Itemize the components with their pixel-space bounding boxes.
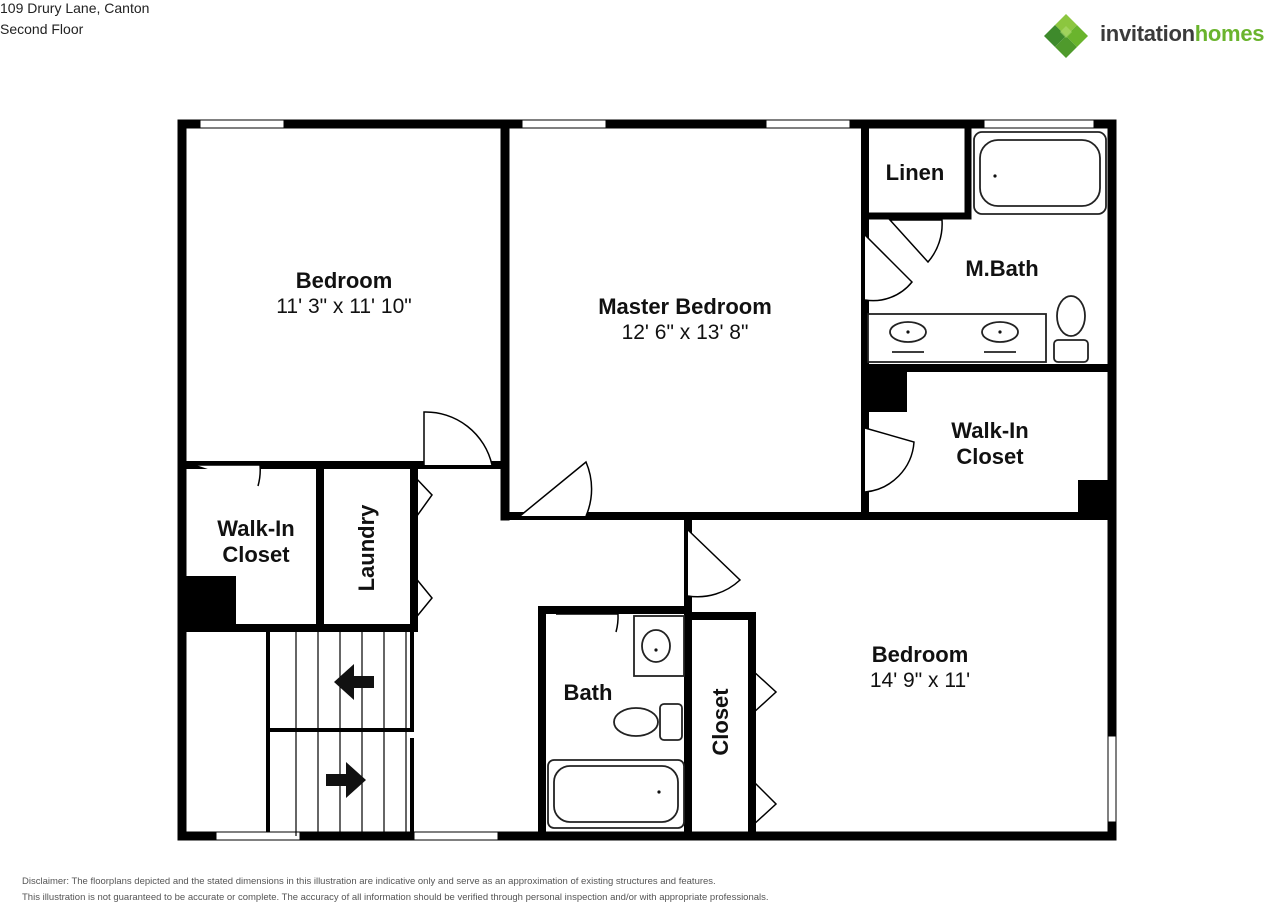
room-walk-in-closet-left: Walk-In Closet	[217, 516, 294, 568]
room-name-line2: Closet	[222, 542, 290, 567]
room-name-line1: Walk-In	[951, 418, 1029, 443]
room-master-bath: M.Bath	[965, 256, 1038, 282]
diamond-logo-icon	[1044, 14, 1088, 58]
fixture-dots	[654, 174, 1002, 794]
room-bedroom-2: Bedroom 14' 9" x 11'	[870, 642, 970, 694]
room-name-line1: Walk-In	[217, 516, 295, 541]
room-name: Bedroom	[871, 642, 969, 667]
room-name: M.Bath	[965, 256, 1039, 281]
room-dimensions: 14' 9" x 11'	[869, 669, 971, 692]
wall-pillars	[182, 368, 1112, 628]
room-walk-in-closet-master: Walk-In Closet	[951, 418, 1028, 470]
property-address: 109 Drury Lane, Canton	[0, 0, 150, 16]
room-name-line2: Closet	[956, 444, 1024, 469]
room-name: Bedroom	[295, 268, 393, 293]
fixtures	[547, 131, 1107, 829]
brand-logo: invitationhomes	[1042, 12, 1278, 60]
stair-arrows	[326, 664, 374, 798]
master-vanity	[867, 313, 1047, 363]
room-master-bedroom: Master Bedroom 12' 6" x 13' 8"	[598, 294, 772, 346]
room-name: Bath	[563, 680, 613, 705]
bath-toilet	[613, 707, 659, 737]
room-name: Master Bedroom	[598, 294, 772, 319]
stair-treads	[295, 628, 407, 836]
arrow-left-icon	[334, 664, 374, 700]
room-linen: Linen	[886, 160, 945, 186]
windows	[199, 119, 1117, 841]
arrow-right-icon	[326, 762, 366, 798]
room-bath: Bath	[564, 680, 613, 706]
room-bedroom-1: Bedroom 11' 3" x 11' 10"	[276, 268, 411, 320]
room-laundry: Laundry	[354, 504, 379, 592]
room-dimensions: 12' 6" x 13' 8"	[621, 321, 749, 344]
master-toilet	[1056, 295, 1086, 337]
brand-wordmark: invitationhomes	[1100, 21, 1265, 47]
room-dimensions: 11' 3" x 11' 10"	[276, 295, 412, 318]
room-name: Linen	[885, 160, 945, 185]
floor-label: Second Floor	[0, 21, 84, 37]
brand-word-2: homes	[1194, 21, 1265, 46]
doors	[196, 219, 943, 827]
brand-word-1: invitation	[1100, 21, 1195, 46]
disclaimer-line-2: This illustration is not guaranteed to b…	[22, 892, 769, 903]
disclaimer-line-1: Disclaimer: The floorplans depicted and …	[22, 876, 716, 887]
room-closet: Closet	[708, 688, 733, 756]
